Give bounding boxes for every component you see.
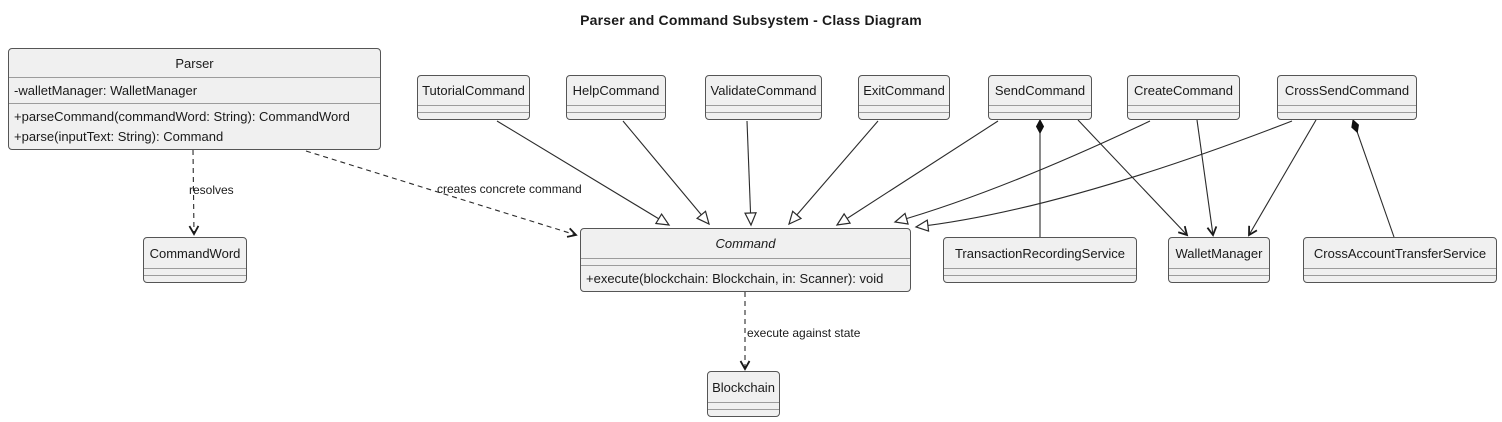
command-methods-compartment: +execute(blockchain: Blockchain, in: Sca… — [581, 265, 910, 291]
class-box-tutorial-command: TutorialCommand — [417, 75, 530, 120]
class-name-transaction-recording-service: TransactionRecordingService — [954, 245, 1126, 261]
class-name-parser: Parser — [175, 55, 214, 71]
edge-association-send-command-uses-wallet-manager — [1077, 119, 1189, 237]
blockchain-attributes-compartment — [708, 402, 779, 409]
class-name-create-command: CreateCommand — [1134, 83, 1233, 98]
class-box-blockchain: Blockchain — [707, 371, 780, 417]
wallet-manager-attributes-compartment — [1169, 268, 1269, 275]
blockchain-methods-compartment — [708, 409, 779, 416]
class-name-exit-command: ExitCommand — [863, 83, 945, 98]
parser-methods-0: +parseCommand(commandWord: String): Comm… — [14, 109, 350, 124]
command-word-methods-compartment — [144, 275, 246, 282]
edge-inheritance-help-command-extends-command — [622, 120, 710, 226]
edge-composition-cross-send-command-owns-cross-account-transfer-service — [1353, 120, 1395, 238]
class-name-cross-account-transfer-service: CrossAccountTransferService — [1313, 245, 1487, 261]
class-box-exit-command: ExitCommand — [858, 75, 950, 120]
edge-association-cross-send-command-uses-wallet-manager — [1248, 119, 1317, 237]
cross-send-command-methods-compartment — [1278, 112, 1416, 119]
edge-label-parser-resolves-command-word: resolves — [189, 183, 234, 197]
class-name-wallet-manager: WalletManager — [1175, 245, 1263, 261]
parser-attributes-compartment: -walletManager: WalletManager — [9, 77, 380, 103]
class-box-cross-send-command: CrossSendCommand — [1277, 75, 1417, 120]
transaction-recording-service-methods-compartment — [944, 275, 1136, 282]
class-box-send-command: SendCommand — [988, 75, 1092, 120]
class-box-wallet-manager: WalletManager — [1168, 237, 1270, 283]
class-box-command: Command +execute(blockchain: Blockchain, … — [580, 228, 911, 292]
tutorial-command-methods-compartment — [418, 112, 529, 119]
transaction-recording-service-attributes-compartment — [944, 268, 1136, 275]
send-command-methods-compartment — [989, 112, 1091, 119]
edge-inheritance-exit-command-extends-command — [788, 120, 879, 226]
cross-account-transfer-service-attributes-compartment — [1304, 268, 1496, 275]
cross-send-command-attributes-compartment — [1278, 105, 1416, 112]
class-name-cross-send-command: CrossSendCommand — [1284, 83, 1410, 98]
send-command-attributes-compartment — [989, 105, 1091, 112]
edge-inheritance-send-command-extends-command — [835, 120, 999, 226]
create-command-attributes-compartment — [1128, 105, 1239, 112]
command-word-attributes-compartment — [144, 268, 246, 275]
edge-inheritance-validate-command-extends-command — [744, 120, 757, 227]
cross-account-transfer-service-methods-compartment — [1304, 275, 1496, 282]
parser-methods-compartment: +parseCommand(commandWord: String): Comm… — [9, 103, 380, 149]
class-box-help-command: HelpCommand — [566, 75, 666, 120]
validate-command-methods-compartment — [706, 112, 821, 119]
class-name-send-command: SendCommand — [994, 83, 1086, 98]
edge-label-parser-creates-command: creates concrete command — [437, 182, 582, 196]
class-box-create-command: CreateCommand — [1127, 75, 1240, 120]
class-box-command-word: CommandWord — [143, 237, 247, 283]
exit-command-methods-compartment — [859, 112, 949, 119]
class-box-parser: Parser -walletManager: WalletManager +pars… — [8, 48, 381, 150]
edge-inheritance-tutorial-command-extends-command — [496, 120, 671, 226]
create-command-methods-compartment — [1128, 112, 1239, 119]
class-box-cross-account-transfer-service: CrossAccountTransferService — [1303, 237, 1497, 283]
validate-command-attributes-compartment — [706, 105, 821, 112]
command-attributes-compartment — [581, 258, 910, 265]
edge-inheritance-create-command-extends-command — [893, 120, 1151, 225]
help-command-attributes-compartment — [567, 105, 665, 112]
command-methods-0: +execute(blockchain: Blockchain, in: Sca… — [586, 271, 884, 286]
exit-command-attributes-compartment — [859, 105, 949, 112]
parser-attributes-0: -walletManager: WalletManager — [14, 83, 198, 98]
edge-association-create-command-uses-wallet-manager — [1196, 119, 1218, 237]
class-name-validate-command: ValidateCommand — [710, 83, 817, 98]
parser-methods-1: +parse(inputText: String): Command — [14, 129, 224, 144]
class-box-validate-command: ValidateCommand — [705, 75, 822, 120]
diagram-title: Parser and Command Subsystem - Class Dia… — [580, 12, 922, 28]
help-command-methods-compartment — [567, 112, 665, 119]
class-name-command-word: CommandWord — [149, 245, 241, 261]
class-name-help-command: HelpCommand — [572, 83, 660, 98]
class-name-command: Command — [715, 236, 776, 251]
edge-label-command-executes-blockchain: execute against state — [747, 326, 861, 340]
edge-dependency-parser-creates-command — [305, 150, 578, 238]
edge-inheritance-cross-send-command-extends-command — [914, 120, 1293, 232]
tutorial-command-attributes-compartment — [418, 105, 529, 112]
class-box-transaction-recording-service: TransactionRecordingService — [943, 237, 1137, 283]
wallet-manager-methods-compartment — [1169, 275, 1269, 282]
class-name-blockchain: Blockchain — [712, 379, 775, 395]
class-name-tutorial-command: TutorialCommand — [422, 83, 525, 98]
